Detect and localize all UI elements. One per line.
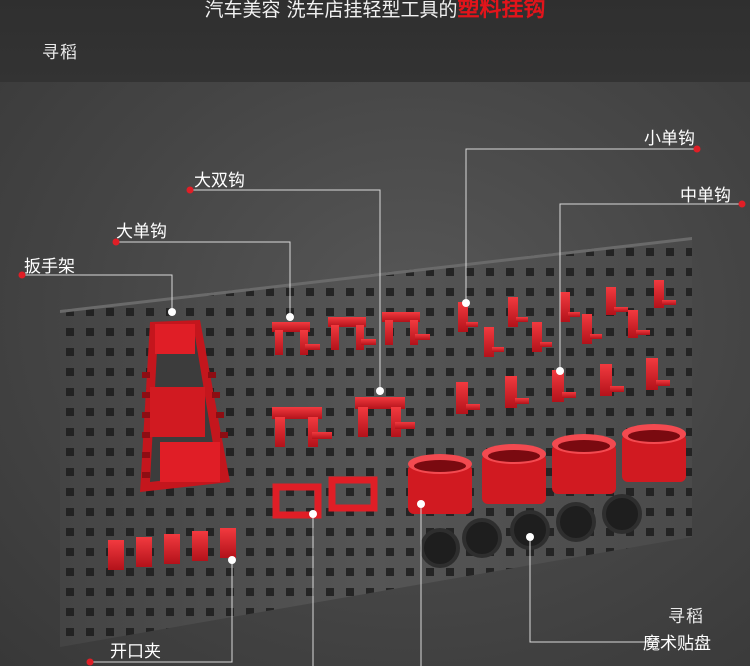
tool-cups [408, 424, 686, 514]
square-clips [272, 476, 378, 519]
small-single-hooks [458, 280, 676, 357]
large-double-hooks [272, 312, 430, 447]
product-stage: 扳手架 大单钩 大双钩 小单钩 中单钩 开口夹 魔术贴盘 [0, 82, 750, 666]
label-open-clip: 开口夹 [110, 642, 161, 662]
label-medium-single-hook: 中单钩 [680, 186, 731, 206]
leader-endpoints [168, 299, 564, 564]
watermark-bottom: 寻稻 [668, 607, 704, 627]
leader-dots [18, 145, 746, 666]
label-magic-suction-pad: 魔术贴盘 [643, 634, 711, 654]
small-open-clips [108, 528, 236, 570]
label-small-single-hook: 小单钩 [644, 129, 695, 149]
leader-lines [22, 148, 742, 666]
headline: 汽车美容 洗车店挂轻型工具的塑料挂钩 [0, 0, 750, 23]
label-wrench-rack: 扳手架 [24, 257, 75, 277]
headline-accent: 塑料挂钩 [457, 0, 546, 22]
watermark-top: 寻稻 [42, 43, 78, 63]
header-bar: 汽车美容 洗车店挂轻型工具的塑料挂钩 寻稻 [0, 0, 750, 82]
wrench-rack [140, 320, 230, 492]
label-large-single-hook: 大单钩 [116, 222, 167, 242]
product-illustration [18, 145, 746, 666]
medium-single-hooks [456, 358, 670, 414]
headline-prefix: 汽车美容 洗车店挂轻型工具的 [204, 0, 458, 21]
label-large-double-hook: 大双钩 [194, 171, 245, 191]
suction-pads [420, 494, 642, 568]
